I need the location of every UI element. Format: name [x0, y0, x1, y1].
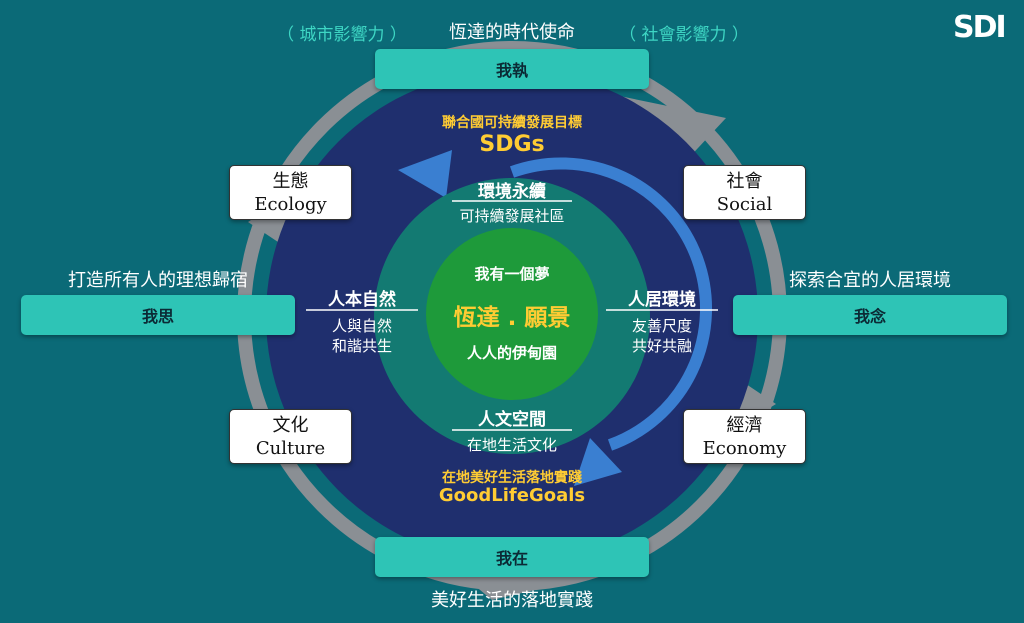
segment-left-sub2: 和諧共生 — [331, 337, 392, 355]
blue-arrow-bottom — [574, 438, 622, 486]
pill-top[interactable]: 我執 — [375, 49, 649, 89]
box-social-en: Social — [716, 193, 773, 215]
segment-left-title: 人本自然 — [328, 290, 396, 310]
center-line3: 人人的伊甸園 — [466, 344, 557, 362]
pill-right[interactable]: 我念 — [733, 295, 1007, 335]
blue-arc-right — [509, 157, 713, 451]
box-economy-en: Economy — [702, 437, 787, 459]
caption-left: 打造所有人的理想歸宿 — [68, 270, 248, 291]
header-right-paren: （ 社會影響力 ） — [619, 25, 749, 45]
sdgs-subtitle: 聯合國可持續發展目標 — [442, 115, 582, 131]
box-economy[interactable]: 經濟 Economy — [683, 409, 806, 464]
caption-right: 探索合宜的人居環境 — [789, 270, 951, 291]
goodlife-title: GoodLifeGoals — [438, 485, 586, 506]
goodlife-subtitle: 在地美好生活落地實踐 — [442, 470, 582, 486]
box-culture-en: Culture — [255, 437, 326, 459]
box-economy-zh: 經濟 — [726, 414, 763, 436]
pill-bottom[interactable]: 我在 — [375, 537, 649, 577]
segment-bottom-sub: 在地生活文化 — [466, 436, 557, 454]
caption-bottom: 美好生活的落地實踐 — [431, 590, 593, 611]
segment-right-title: 人居環境 — [628, 290, 696, 310]
segment-bottom-title: 人文空間 — [478, 410, 546, 430]
box-social-zh: 社會 — [726, 170, 763, 192]
pill-left[interactable]: 我思 — [21, 295, 295, 335]
center-line2: 恆達 . 願景 — [453, 305, 571, 331]
segment-top-sub: 可持續發展社區 — [459, 207, 565, 225]
segment-right-sub2: 共好共融 — [631, 337, 692, 355]
box-culture[interactable]: 文化 Culture — [229, 409, 352, 464]
segment-top-title: 環境永續 — [478, 182, 546, 202]
box-ecology-zh: 生態 — [272, 170, 309, 192]
segment-right-sub1: 友善尺度 — [631, 317, 692, 335]
box-ecology[interactable]: 生態 Ecology — [229, 165, 352, 220]
box-social[interactable]: 社會 Social — [683, 165, 806, 220]
box-ecology-en: Ecology — [254, 193, 327, 215]
header-left-paren: （ 城市影響力 ） — [277, 25, 407, 45]
center-line1: 我有一個夢 — [474, 265, 550, 283]
center-disc — [426, 228, 598, 400]
box-culture-zh: 文化 — [272, 414, 309, 436]
blue-arrow-top — [398, 150, 452, 198]
header-title: 恆達的時代使命 — [449, 22, 575, 43]
sdgs-title: SDGs — [479, 132, 545, 157]
sdi-logo: SDI — [953, 10, 1007, 45]
segment-left-sub1: 人與自然 — [331, 317, 392, 335]
